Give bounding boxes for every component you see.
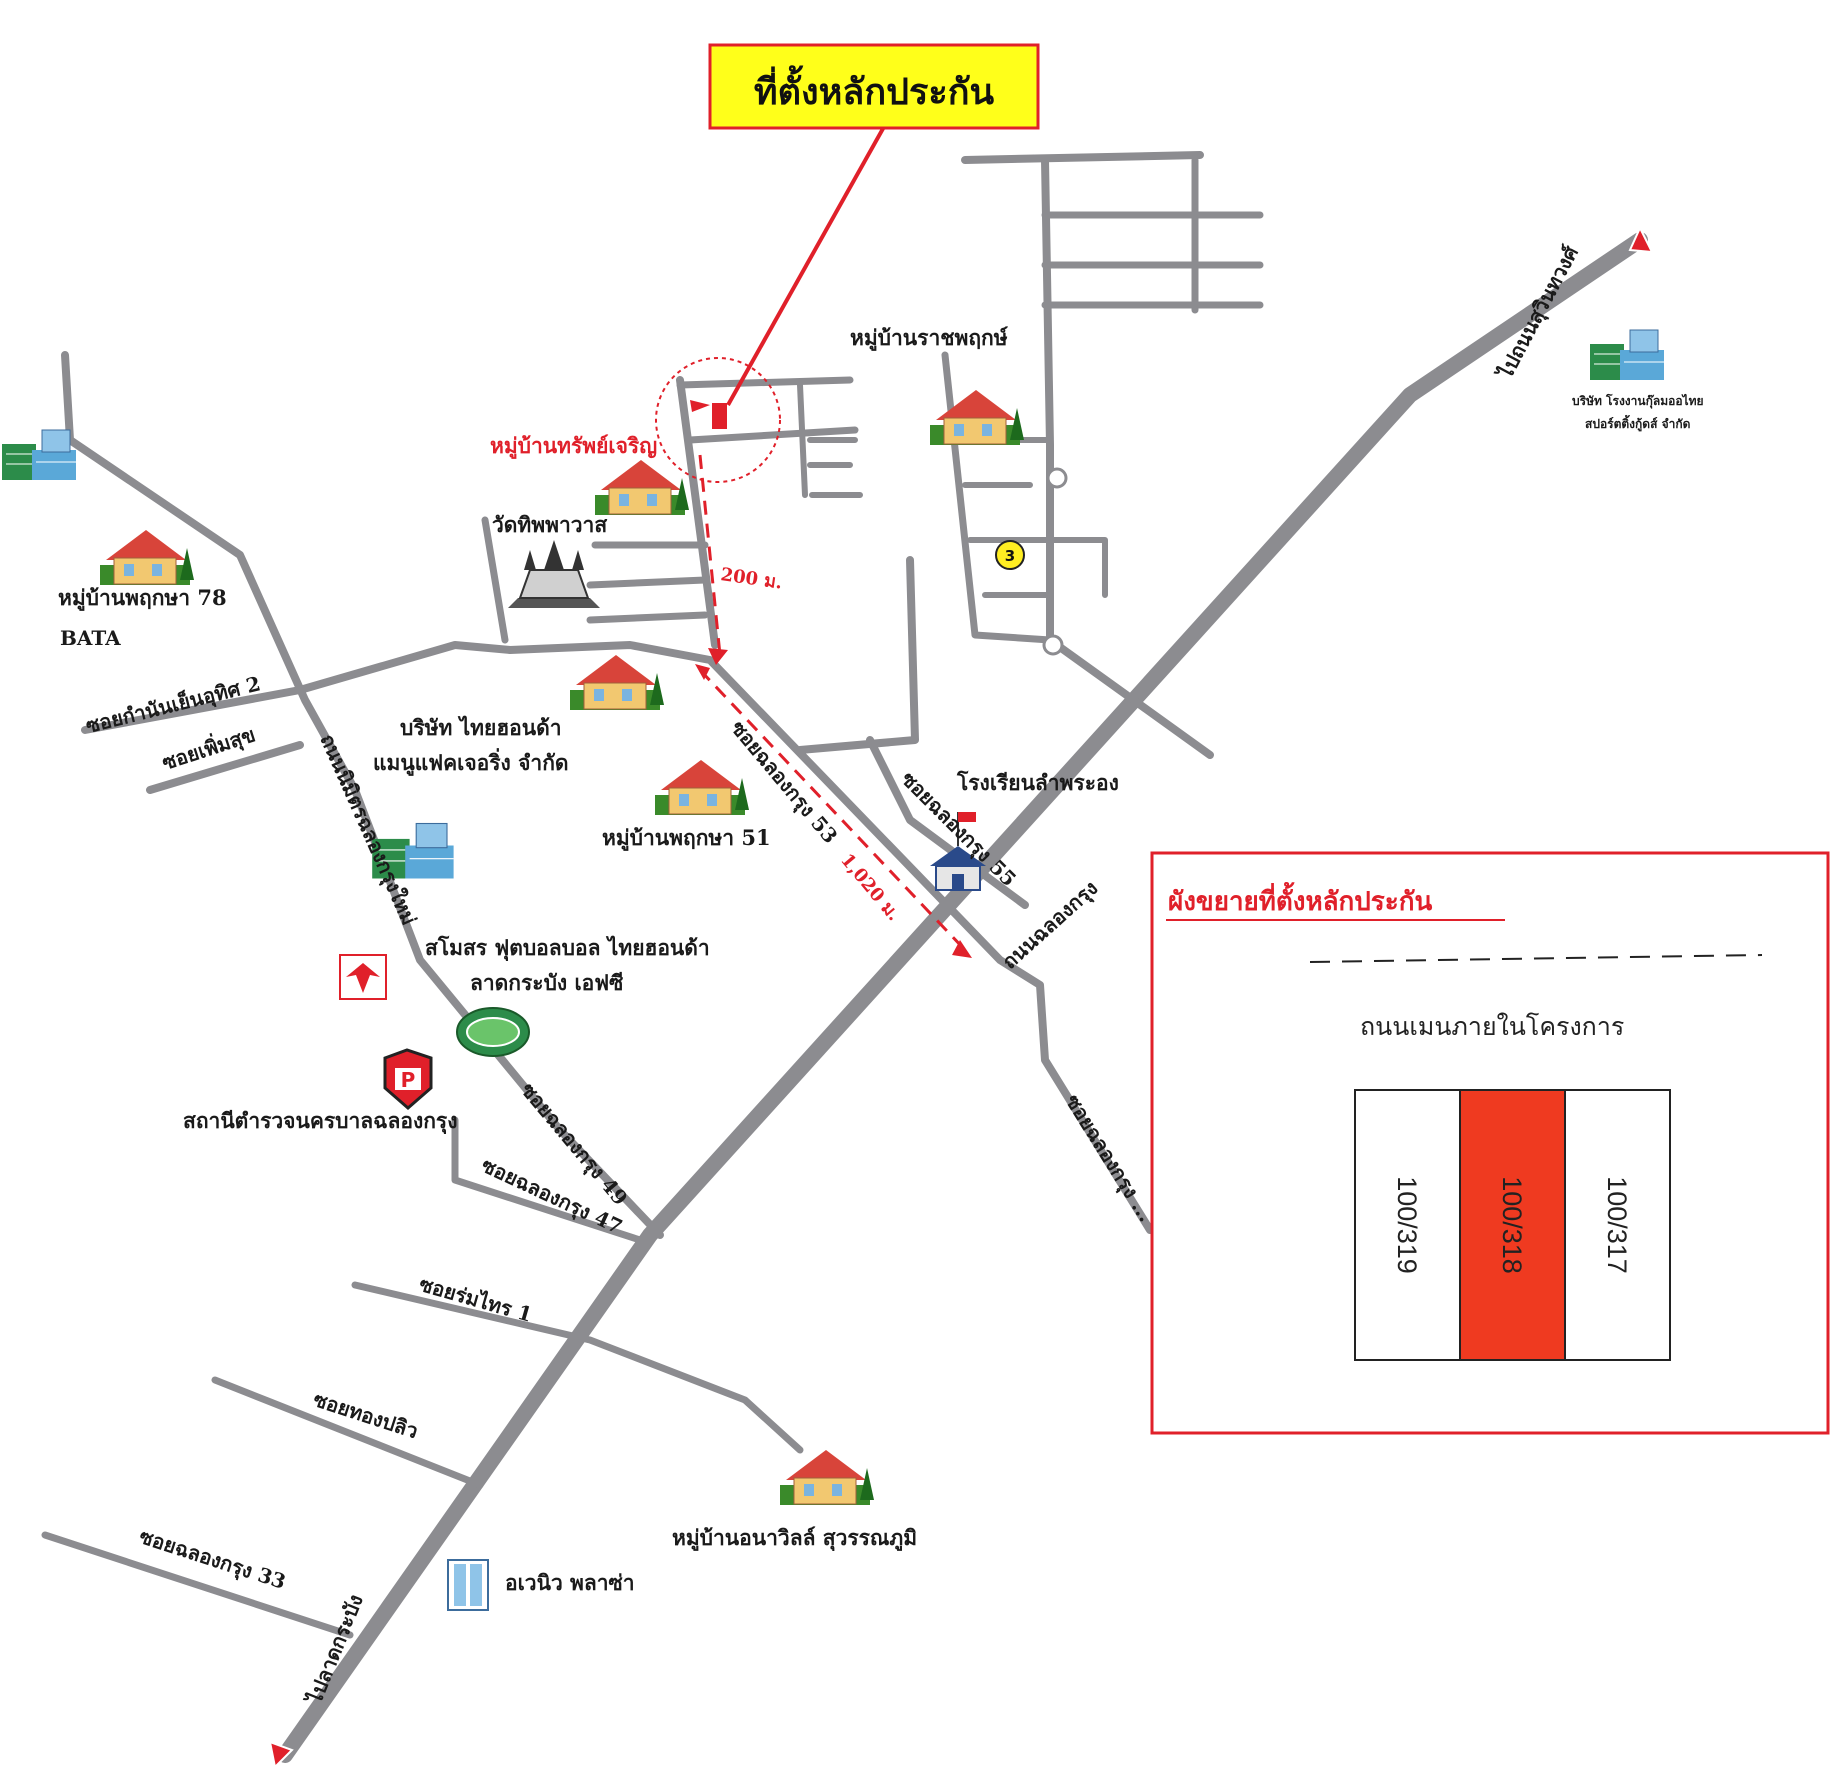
roundabout-2	[1042, 634, 1064, 656]
label-ratchaphruek: หมู่บ้านราชพฤกษ์	[850, 325, 1008, 352]
road-subject-h1	[676, 376, 854, 389]
road-soi-phoemsuk	[146, 741, 304, 794]
subject-circle	[655, 357, 781, 483]
temple-icon	[508, 540, 600, 608]
plot-label-318: 100/318	[1497, 1176, 1527, 1274]
road-soi-33	[41, 1531, 354, 1639]
plot-label-317: 100/317	[1602, 1176, 1632, 1274]
road-subject-h2	[686, 426, 859, 444]
label-anawilla: หมู่บ้านอนาวิลล์ สุวรรณภูมิ	[672, 1525, 917, 1552]
road-subject-vertical	[676, 376, 719, 649]
label-bata: BATA	[60, 626, 121, 650]
main-road-arrows	[268, 225, 1654, 1769]
label-honda-2: แมนูแฟคเจอริ่ง จำกัด	[373, 747, 569, 777]
road-subject-s2	[807, 437, 863, 498]
road-network	[41, 151, 1648, 1763]
road-ratchaphruek-left	[941, 351, 1054, 644]
plot-right	[1564, 1089, 1671, 1361]
inset-title: ผังขยายที่ตั้งหลักประกัน	[1168, 881, 1432, 917]
title-callout: ที่ตั้งหลักประกัน	[708, 43, 1040, 130]
school-icon	[930, 812, 986, 891]
label-company-tr-1: บริษัท โรงงานกุ๊ลมออไทย	[1572, 393, 1704, 409]
distance-arrows	[698, 454, 967, 952]
road-subject-s1	[797, 382, 808, 498]
inset-main-road-label: ถนนเมนภายในโครงการ	[1360, 1012, 1624, 1041]
plot-left	[1354, 1089, 1461, 1361]
dash-1020m	[698, 668, 967, 952]
plaza-icon	[447, 1559, 489, 1611]
dash-200m	[698, 454, 722, 656]
road-middle-vertical	[796, 556, 919, 754]
svg-text:P: P	[401, 1068, 416, 1092]
label-club-1: สโมสร ฟุตบอลบอล ไทยฮอนด้า	[425, 935, 710, 962]
road-soi-kamnan	[81, 641, 1154, 1234]
road-badge-3: 3	[995, 540, 1025, 570]
plot-label-319: 100/319	[1392, 1176, 1422, 1274]
arrow-sw-icon	[268, 1740, 294, 1769]
callout-line	[726, 124, 887, 406]
stadium-icon	[456, 1007, 530, 1057]
road-soi-romsai	[351, 1281, 804, 1454]
inset-main-road-line	[1309, 954, 1763, 963]
label-school: โรงเรียนลำพระอง	[956, 770, 1119, 795]
badge-3-label: 3	[1005, 547, 1015, 565]
inset-panel: ผังขยายที่ตั้งหลักประกัน ถนนเมนภายในโครง…	[1150, 851, 1830, 1435]
label-club-2: ลาดกระบัง เอฟซี	[470, 970, 623, 995]
road-soi-47	[451, 1116, 644, 1244]
police-shield-icon: P	[383, 1048, 433, 1110]
label-subject-village: หมู่บ้านทรัพย์เจริญ	[490, 433, 657, 460]
road-nimit	[61, 351, 664, 1239]
label-phruksa51: หมู่บ้านพฤกษา 51	[602, 825, 771, 852]
subject-pointer	[690, 400, 710, 412]
label-honda-1: บริษัท ไทยฮอนด้า	[400, 715, 562, 740]
label-avenue-plaza: อเวนิว พลาซ่า	[505, 1570, 635, 1595]
page-title: ที่ตั้งหลักประกัน	[754, 65, 995, 113]
road-ratchaphruek-top	[961, 151, 1204, 164]
road-soi-55	[866, 736, 1029, 909]
roundabout-1	[1046, 467, 1068, 489]
road-temple-branches	[586, 541, 709, 624]
road-soi-thongplio	[211, 1376, 484, 1489]
plot-center-highlighted	[1459, 1089, 1566, 1361]
main-road-chalongkrung	[277, 232, 1648, 1763]
road-temple-spur	[481, 516, 509, 644]
distance-arrowheads	[695, 648, 972, 958]
label-company-tr-2: สปอร์ตติ้งกู้ดส์ จำกัด	[1585, 414, 1691, 432]
label-temple: วัดทิพพาวาส	[492, 512, 607, 537]
arrow-ne-icon	[1628, 225, 1654, 254]
garuda-icon	[339, 954, 387, 1000]
label-phruksa78: หมู่บ้านพฤกษา 78	[58, 585, 227, 612]
road-grid-h	[1041, 211, 1264, 309]
subject-marker	[712, 403, 727, 429]
label-police: สถานีตำรวจนครบาลฉลองกรุง	[183, 1108, 457, 1135]
